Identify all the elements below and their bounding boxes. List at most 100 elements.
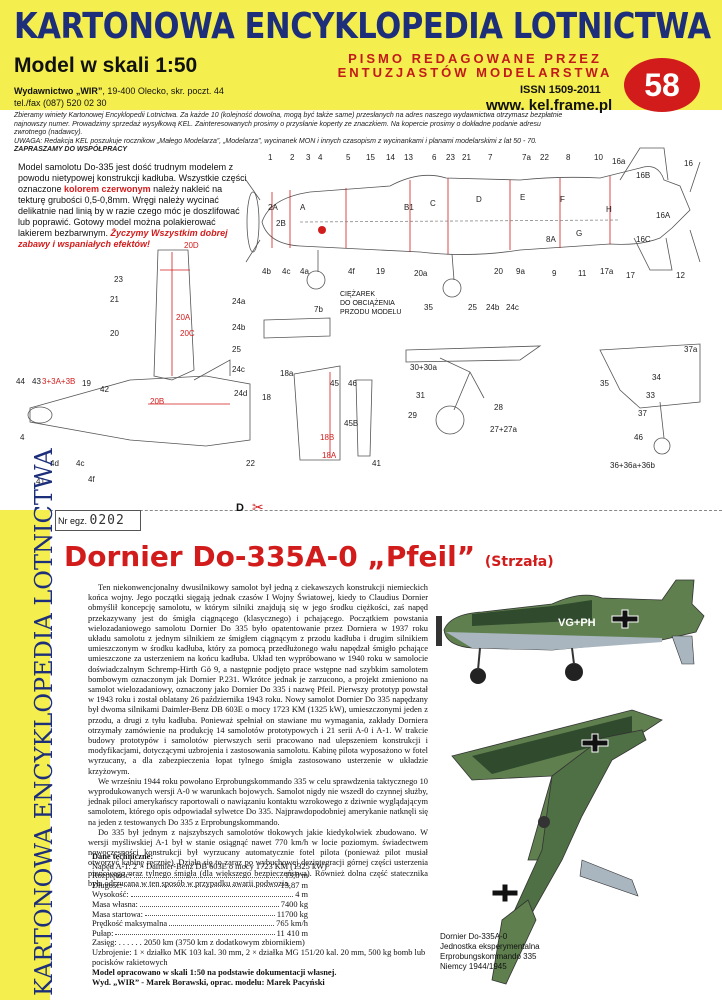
svg-text:E: E <box>520 193 525 202</box>
publisher-info: Wydawnictwo „WIR”, 19-400 Olecko, skr. p… <box>14 86 224 96</box>
aircraft-top-view <box>451 709 663 985</box>
svg-text:20: 20 <box>110 329 119 338</box>
svg-text:7b: 7b <box>314 305 323 314</box>
svg-text:37a: 37a <box>684 345 698 354</box>
fuselage-side-view <box>245 147 701 298</box>
tech-row: Długość:13,87 m <box>92 880 308 890</box>
paragraph: We wrześniu 1944 roku powołano Erprobung… <box>88 776 428 827</box>
svg-text:C: C <box>430 199 436 208</box>
sidebar-banner: KARTONOWA ENCYKLOPEDIA LOTNICTWA <box>0 448 58 1000</box>
svg-text:13: 13 <box>404 153 413 162</box>
svg-text:23: 23 <box>446 153 455 162</box>
svg-text:12: 12 <box>676 271 685 280</box>
svg-text:4: 4 <box>318 153 323 162</box>
tech-row: Wysokość:4 m <box>92 890 308 900</box>
cut-letter: D <box>236 502 244 514</box>
svg-text:34: 34 <box>652 373 661 382</box>
svg-text:20A: 20A <box>176 313 191 322</box>
svg-text:16C: 16C <box>636 235 651 244</box>
svg-text:4c: 4c <box>282 267 290 276</box>
svg-text:24a: 24a <box>232 297 246 306</box>
svg-text:2: 2 <box>290 153 295 162</box>
svg-text:A: A <box>300 203 306 212</box>
scissors-icon: ✂ <box>252 499 264 515</box>
svg-text:9a: 9a <box>516 267 525 276</box>
svg-text:G: G <box>576 229 582 238</box>
svg-text:21: 21 <box>462 153 471 162</box>
svg-text:20C: 20C <box>180 329 195 338</box>
svg-text:1: 1 <box>268 153 273 162</box>
svg-text:22: 22 <box>540 153 549 162</box>
svg-text:46: 46 <box>634 433 643 442</box>
svg-text:29: 29 <box>408 411 417 420</box>
svg-text:19: 19 <box>82 379 91 388</box>
svg-text:24b: 24b <box>232 323 246 332</box>
svg-text:8A: 8A <box>546 235 556 244</box>
svg-text:27+27a: 27+27a <box>490 425 517 434</box>
technical-data: Dane techniczne: Napęd A-1: 2 × Daimler-… <box>92 852 426 967</box>
svg-text:17: 17 <box>626 271 635 280</box>
svg-text:3+3A+3B: 3+3A+3B <box>42 377 75 386</box>
svg-text:24d: 24d <box>234 389 247 398</box>
landing-gear-drawing <box>435 343 701 455</box>
magazine-title: KARTONOWA ENCYKLOPEDIA LOTNICTWA <box>14 6 711 47</box>
svg-text:45: 45 <box>330 379 339 388</box>
svg-text:16B: 16B <box>636 171 650 180</box>
svg-text:35: 35 <box>600 379 609 388</box>
svg-text:4b: 4b <box>262 267 271 276</box>
credits: Model opracowano w skali 1:50 na podstaw… <box>92 968 337 987</box>
svg-text:16A: 16A <box>656 211 671 220</box>
svg-text:4f: 4f <box>88 475 95 484</box>
svg-text:3: 3 <box>306 153 311 162</box>
svg-text:18B: 18B <box>320 433 334 442</box>
paragraph: Ten niekonwencjonalny dwusilnikowy samol… <box>88 583 428 776</box>
tech-row: Pułap:11 410 m <box>92 928 308 938</box>
svg-text:4a: 4a <box>300 267 309 276</box>
tagline: PISMO REDAGOWANE PRZEZ ENTUZJASTÓW MODEL… <box>337 51 613 80</box>
editorial-notes: Zbieramy winiety Kartonowej Encyklopedii… <box>14 112 563 153</box>
svg-text:43: 43 <box>32 377 41 386</box>
tech-row: Masa własna:7400 kg <box>92 899 308 909</box>
intro-instructions: Model samolotu Do-335 jest dość trudnym … <box>18 162 247 249</box>
svg-text:D: D <box>476 195 482 204</box>
svg-text:25: 25 <box>468 303 477 312</box>
tech-row: Rozpiętość:13,8 m <box>92 871 308 881</box>
svg-text:41: 41 <box>372 459 381 468</box>
illustration-caption: Dornier Do-335A-0 Jednostka eksperymenta… <box>440 932 540 971</box>
website-link[interactable]: www. kel.frame.pl <box>486 97 613 114</box>
cut-line <box>0 510 722 511</box>
aircraft-profile-illustration: VG+PH <box>436 579 705 985</box>
svg-text:23: 23 <box>114 275 123 284</box>
phone: tel./fax (087) 520 02 30 <box>14 98 107 108</box>
svg-text:16a: 16a <box>612 157 626 166</box>
svg-text:2A: 2A <box>268 203 278 212</box>
article-body: Ten niekonwencjonalny dwusilnikowy samol… <box>88 583 428 889</box>
svg-text:18A: 18A <box>322 451 337 460</box>
svg-text:21: 21 <box>110 295 119 304</box>
article-title: Dornier Do-335A-0 „Pfeil” (Strzała) <box>64 540 554 573</box>
svg-text:4: 4 <box>20 433 25 442</box>
svg-text:7a: 7a <box>522 153 531 162</box>
svg-text:45B: 45B <box>344 419 358 428</box>
copy-number-box: Nr egz. 0202 <box>55 510 141 531</box>
svg-text:20a: 20a <box>414 269 428 278</box>
svg-text:33: 33 <box>646 391 655 400</box>
paragraph: Do 335 był jednym z najszybszych samolot… <box>88 827 428 888</box>
svg-text:44: 44 <box>16 377 25 386</box>
svg-text:6: 6 <box>432 153 437 162</box>
nose-weight-note: CIĘŻAREK DO OBCIĄŻENIA PRZODU MODELU <box>340 291 402 316</box>
svg-text:46: 46 <box>348 379 357 388</box>
svg-text:28: 28 <box>494 403 503 412</box>
svg-text:20D: 20D <box>184 241 199 250</box>
aircraft-side-view: VG+PH <box>436 579 705 684</box>
svg-text:41: 41 <box>36 477 45 486</box>
svg-text:19: 19 <box>376 267 385 276</box>
svg-text:22: 22 <box>246 459 255 468</box>
svg-text:31: 31 <box>416 391 425 400</box>
svg-text:9: 9 <box>552 269 557 278</box>
svg-text:20B: 20B <box>150 397 164 406</box>
